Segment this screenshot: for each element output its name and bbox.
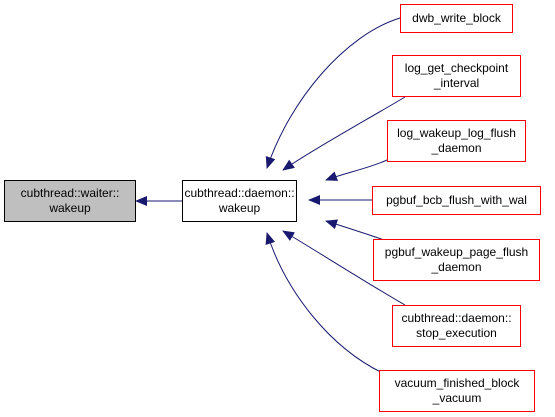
node-pgbuf-wakeup-page-flush-daemon[interactable]: pgbuf_wakeup_page_flush_daemon: [373, 239, 540, 281]
node-label: cubthread::waiter::: [21, 186, 120, 200]
node-layer: cubthread::waiter::wakeupcubthread::daem…: [4, 4, 541, 412]
node-box: [400, 4, 513, 33]
node-box: [392, 305, 521, 347]
node-label: _interval: [433, 76, 479, 90]
node-pgbuf-bcb-flush-with-wal[interactable]: pgbuf_bcb_flush_with_wal: [372, 186, 541, 215]
node-label: dwb_write_block: [412, 11, 502, 25]
node-label: wakeup: [218, 201, 261, 215]
node-label: _daemon: [430, 260, 481, 274]
node-box: [373, 239, 540, 281]
node-label: log_wakeup_log_flush: [397, 126, 516, 140]
node-box: [387, 120, 526, 162]
edge-log_wakeup_log_flush_daemon-to-daemon_wakeup: [325, 159, 388, 181]
node-label: wakeup: [48, 201, 91, 215]
edge-daemon_stop_execution-to-daemon_wakeup: [282, 230, 406, 306]
node-daemon-wakeup[interactable]: cubthread::daemon::wakeup: [182, 180, 297, 222]
node-label: cubthread::daemon::: [184, 186, 294, 200]
node-label: log_get_checkpoint: [405, 61, 509, 75]
node-box: [379, 370, 535, 412]
node-label: cubthread::daemon::: [401, 311, 511, 325]
node-log-get-checkpoint-interval[interactable]: log_get_checkpoint_interval: [392, 55, 521, 97]
node-dwb-write-block[interactable]: dwb_write_block: [400, 4, 513, 33]
edge-log_get_checkpoint_interval-to-daemon_wakeup: [282, 96, 406, 171]
node-box: [372, 186, 541, 215]
node-vacuum-finished-block-vacuum[interactable]: vacuum_finished_block_vacuum: [379, 370, 535, 412]
node-label: stop_execution: [416, 326, 497, 340]
edge-vacuum_finished_block_vacuum-to-daemon_wakeup: [265, 232, 390, 377]
node-label: _vacuum: [432, 391, 482, 405]
node-box: [4, 180, 136, 222]
edge-dwb_write_block-to-daemon_wakeup: [265, 17, 401, 169]
node-label: pgbuf_wakeup_page_flush: [385, 245, 528, 259]
node-label: pgbuf_bcb_flush_with_wal: [386, 193, 527, 207]
edge-pgbuf_wakeup_page_flush_daemon-to-daemon_wakeup: [325, 219, 388, 242]
node-daemon-stop-execution[interactable]: cubthread::daemon::stop_execution: [392, 305, 521, 347]
node-label: _daemon: [430, 141, 481, 155]
node-box: [182, 180, 297, 222]
node-log-wakeup-log-flush-daemon[interactable]: log_wakeup_log_flush_daemon: [387, 120, 526, 162]
node-waiter-wakeup[interactable]: cubthread::waiter::wakeup: [4, 180, 136, 222]
node-box: [392, 55, 521, 97]
node-label: vacuum_finished_block: [395, 376, 521, 390]
